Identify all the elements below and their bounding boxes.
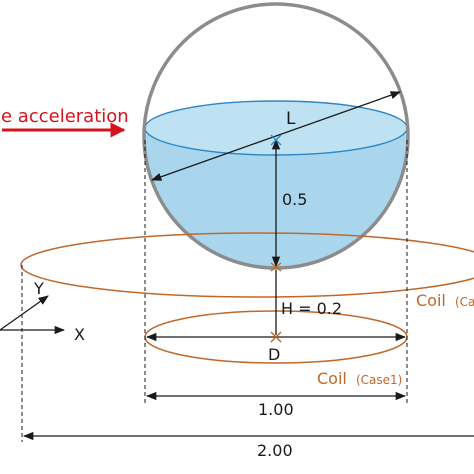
liquid <box>144 100 408 268</box>
coil-case1-label: Coil (Case1) <box>317 369 402 388</box>
coil-case2-suffix: (Ca <box>455 295 474 309</box>
coil-center-marker <box>270 331 282 343</box>
coil-case2-word: Coil <box>416 291 446 310</box>
outer-width-label: 2.00 <box>257 441 293 460</box>
axis-x-label: X <box>74 325 85 344</box>
length-dimension-line <box>151 91 401 181</box>
coil-case1-word: Coil <box>317 369 347 388</box>
contact-marker <box>270 262 282 272</box>
acceleration-label: le acceleration <box>0 106 129 127</box>
fill-height-label: 0.5 <box>282 190 307 209</box>
length-label: L <box>286 109 296 129</box>
center-marker-top <box>270 134 282 146</box>
coordinate-axes <box>0 295 66 335</box>
coil-case2-label: Coil (Ca <box>416 291 474 310</box>
coil-case1-suffix: (Case1) <box>356 373 402 387</box>
coil-case2 <box>20 232 474 298</box>
sphere-outline <box>142 2 410 270</box>
gap-label: H = 0.2 <box>281 299 342 318</box>
coil-diameter-label: D <box>268 345 280 364</box>
inner-width-label: 1.00 <box>258 400 294 419</box>
axis-y-label: Y <box>33 279 44 298</box>
guide-lines <box>21 140 408 442</box>
